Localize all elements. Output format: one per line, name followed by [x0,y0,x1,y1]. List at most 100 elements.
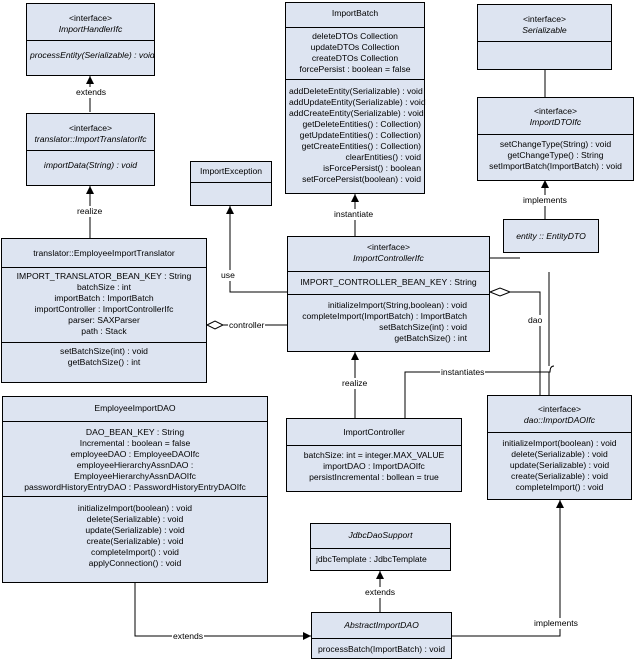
class-import-controller-ifc[interactable]: <interface> ImportControllerIfc IMPORT_C… [287,236,490,352]
stereotype-label: <interface> [69,13,112,23]
operation: delete(Serializable) : void [86,514,184,524]
class-name: translator::ImportTranslatorIfc [34,134,147,144]
attribute: path : Stack [81,326,127,336]
operation: getBatchSize() : int [394,333,467,343]
operation: getCreateEntities() : Collection) [301,141,421,151]
operation: setForcePersist(boolean) : void [302,174,421,184]
stereotype-label: <interface> [523,14,566,24]
operation: importData(String) : void [43,160,138,170]
class-name: entity :: EntityDTO [516,231,586,241]
attribute: deleteDTOs Collection [312,31,398,41]
operation: create(Serializable) : void [511,471,608,481]
operation: delete(Serializable) : void [511,449,608,459]
class-import-batch[interactable]: ImportBatch deleteDTOs Collection update… [285,2,426,194]
edge-instantiates-dao [404,371,545,418]
attribute: importBatch : ImportBatch [54,293,154,303]
label-instantiate-batch: instantiate [333,209,375,220]
aggregation-diamond-dao [488,287,512,297]
attribute: forcePersist : boolean = false [299,64,411,74]
stereotype-label: <interface> [534,106,577,116]
class-import-dao-ifc[interactable]: <interface> dao::ImportDAOIfc initialize… [487,395,632,500]
attribute: persistIncremental : bollean = true [309,472,439,482]
class-jdbc-dao-support[interactable]: JdbcDaoSupport jdbcTemplate : JdbcTempla… [310,523,451,571]
operation: initializeImport(boolean) : void [77,503,193,513]
class-employee-import-translator[interactable]: translator::EmployeeImportTranslator IMP… [1,238,207,383]
operation: completeImport() : void [515,482,604,492]
label-controller-assoc: controller [228,320,266,331]
attribute: DAO_BEAN_KEY : String [85,427,185,437]
class-name: translator::EmployeeImportTranslator [33,248,175,258]
operation: isForcePersist() : boolean [323,163,421,173]
class-name: EmployeeImportDAO [94,403,176,413]
operation: update(Serializable) : void [85,525,185,535]
attribute: importDAO : ImportDAOIfc [323,461,425,471]
attribute: updateDTOs Collection [310,42,400,52]
attribute: jdbcTemplate : JdbcTemplate [316,554,427,564]
edge-implements-dao [452,500,564,637]
attribute: createDTOs Collection [311,53,399,63]
edge-dao-assoc [490,291,541,395]
label-dao-assoc: dao [527,315,544,326]
label-extends-translator: extends [75,87,108,98]
class-name: ImportBatch [331,8,379,18]
attribute: IMPORT_CONTROLLER_BEAN_KEY : String [300,277,477,287]
attribute: Incremental : boolean = false [79,438,191,448]
attribute: passwordHistoryEntryDAO : PasswordHistor… [24,482,246,492]
operation: applyConnection() : void [88,558,182,568]
operation: clearEntities() : void [345,152,421,162]
operation: setChangeType(String) : void [499,139,612,149]
class-name: ImportControllerIfc [353,253,424,263]
operation: completeImport() : void [91,547,179,557]
class-name: AbstractImportDAO [344,620,419,630]
label-instantiates-dao: instantiates [440,367,486,378]
class-name: ImportController [343,427,405,437]
class-name: JdbcDaoSupport [348,530,413,540]
class-employee-import-dao[interactable]: EmployeeImportDAO DAO_BEAN_KEY : String … [2,396,268,583]
operation: getBatchSize() : int [67,357,141,367]
class-name: ImportHandlerIfc [58,24,123,34]
attribute: EmployeeHierarchyAssnDAOIfc [74,471,196,481]
operation: addUpdateEntity(Serializable) : void [289,97,426,107]
class-abstract-import-dao[interactable]: AbstractImportDAO processBatch(ImportBat… [311,612,452,659]
class-name: ImportDTOIfc [529,117,582,127]
class-name: dao::ImportDAOIfc [523,415,596,425]
class-name: Serializable [522,25,567,35]
label-extends-abstract: extends [172,631,205,642]
attribute: parser: SAXParser [68,315,140,325]
attribute: IMPORT_TRANSLATOR_BEAN_KEY : String [16,271,192,281]
attribute: employeeDAO : EmployeeDAOIfc [70,449,200,459]
aggregation-diamond-controller [205,320,225,330]
operation: addDeleteEntity(Serializable) : void [289,86,423,96]
stereotype-label: <interface> [538,404,581,414]
operation: getDeleteEntities() : Collection) [302,119,421,129]
operation: initializeImport(boolean) : void [502,438,617,448]
stereotype-label: <interface> [69,123,112,133]
operation: getChangeType() : String [507,150,604,160]
attribute: employeeHierarchyAssnDAO : [76,460,194,470]
stereotype-label: <interface> [367,242,410,252]
attribute: batchSize: int = integer.MAX_VALUE [303,450,445,460]
operation: processEntity(Serializable) : void [30,50,155,60]
operation: initializeImport(String,boolean) : void [328,300,467,310]
edge-extends-abstract [134,582,311,640]
class-import-controller[interactable]: ImportController batchSize: int = intege… [286,418,462,492]
class-import-translator-ifc[interactable]: <interface> translator::ImportTranslator… [26,113,155,186]
attribute: batchSize : int [77,282,131,292]
class-import-handler-ifc[interactable]: <interface> ImportHandlerIfc processEnti… [26,3,155,76]
operation: processBatch(ImportBatch) : void [317,644,446,654]
class-import-dto-ifc[interactable]: <interface> ImportDTOIfc setChangeType(S… [477,97,634,181]
edge-use-exception [226,206,287,293]
operation: setBatchSize(int) : void [379,322,467,332]
class-serializable[interactable]: <interface> Serializable [477,4,612,70]
class-import-exception[interactable]: ImportException [190,161,272,206]
operation: addCreateEntity(Serializable) : void [289,108,424,118]
label-realize-controller: realize [341,378,369,389]
label-extends-jdbc: extends [364,587,397,598]
operation: setBatchSize(int) : void [60,346,148,356]
operation: update(Serializable) : void [509,460,610,470]
label-implements-dto: implements [522,195,568,206]
label-use-exception: use [220,270,236,281]
class-entity-dto[interactable]: entity :: EntityDTO [503,219,599,253]
operation: completeImport(ImportBatch) : ImportBatc… [302,311,467,321]
